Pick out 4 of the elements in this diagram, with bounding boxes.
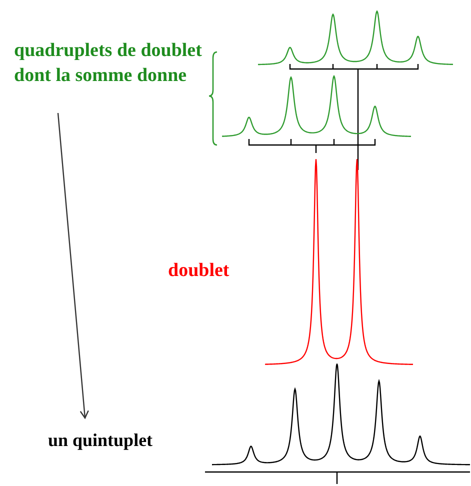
node-label: quadruplets de doublet dont la somme donne xyxy=(14,38,209,88)
node-label: un quintuplet xyxy=(48,428,208,453)
arrow xyxy=(57,112,89,419)
node-label: doublet xyxy=(168,258,268,283)
